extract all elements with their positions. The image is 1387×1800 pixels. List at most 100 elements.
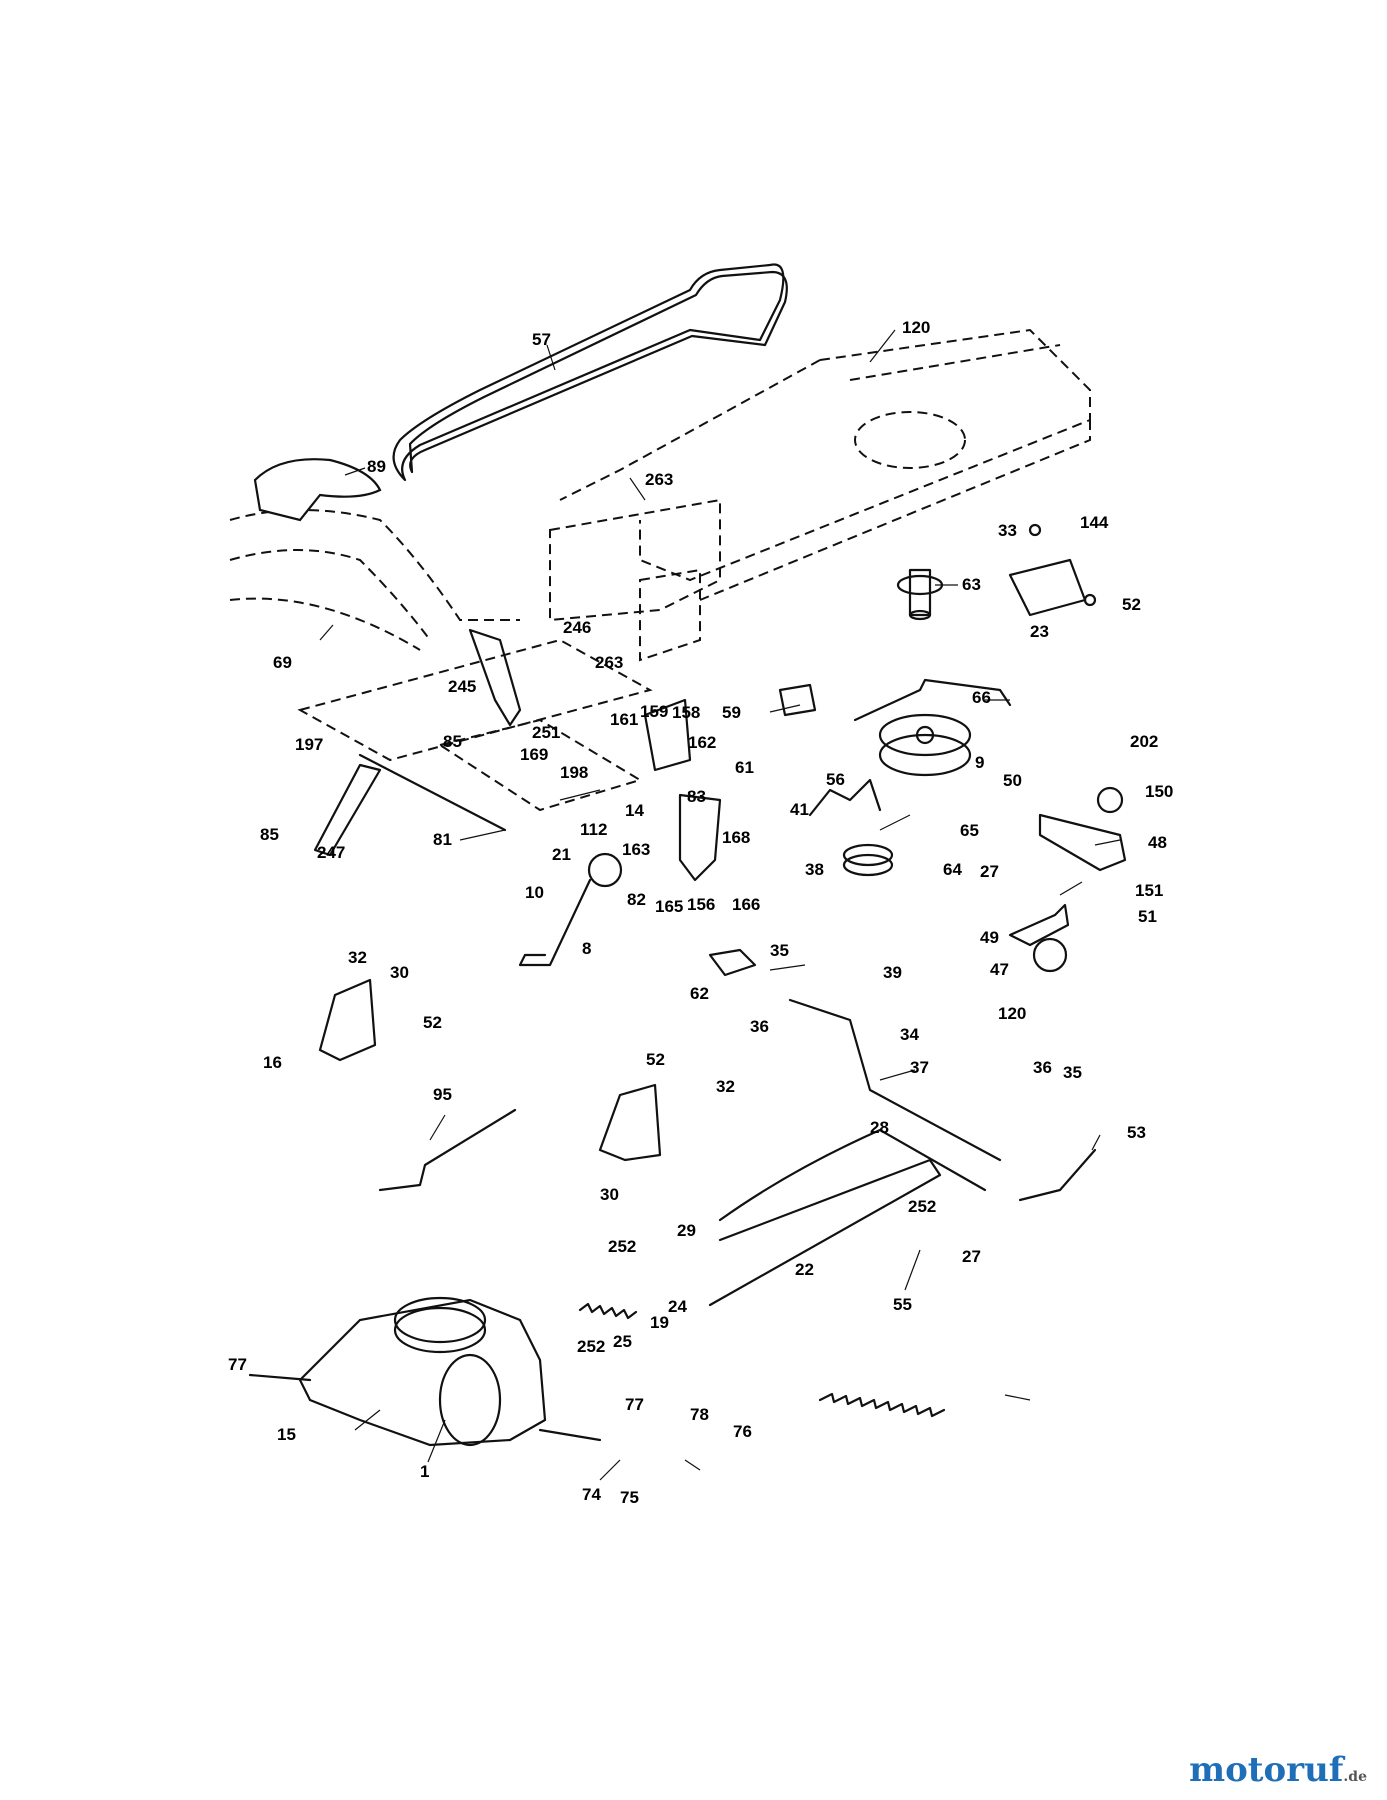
callout: 57	[532, 330, 551, 349]
callout: 35	[770, 941, 789, 960]
callout: 15	[277, 1425, 296, 1444]
callout: 9	[975, 753, 984, 772]
bracket-49	[1008, 903, 1070, 947]
callout: 75	[620, 1488, 639, 1507]
callout: 165	[655, 897, 683, 916]
callout: 30	[390, 963, 409, 982]
drive-belt-inner	[408, 270, 788, 474]
callout: 151	[1135, 881, 1163, 900]
callout: 8	[582, 939, 591, 958]
callout: 163	[622, 840, 650, 859]
callout: 144	[1080, 513, 1109, 532]
callout: 198	[560, 763, 588, 782]
spindle-63	[896, 568, 944, 621]
watermark-tld: .de	[1343, 1769, 1367, 1785]
transaxle	[248, 1296, 602, 1447]
callout: 263	[595, 653, 623, 672]
callout: 66	[972, 688, 991, 707]
callout: 61	[735, 758, 754, 777]
rod-53	[1018, 1148, 1097, 1202]
callout: 158	[672, 703, 700, 722]
link-41	[808, 778, 882, 817]
callout: 76	[733, 1422, 752, 1441]
rod-28	[718, 1128, 987, 1222]
callout: 252	[908, 1197, 936, 1216]
bracket-165	[678, 793, 722, 882]
callout: 39	[883, 963, 902, 982]
callout: 23	[1030, 622, 1049, 641]
callout-labels: 57 120 89 263 33 144 63 52 23 69 246 263…	[228, 318, 1173, 1507]
shift-rod-81	[358, 753, 507, 832]
callout: 41	[790, 800, 809, 819]
callout: 29	[677, 1221, 696, 1240]
callout: 1	[420, 1462, 429, 1481]
callout: 69	[273, 653, 292, 672]
callout: 251	[532, 723, 560, 742]
callout: 95	[433, 1085, 452, 1104]
electric-clutch	[878, 713, 972, 777]
callout: 245	[448, 677, 476, 696]
callout: 21	[552, 845, 571, 864]
callout: 33	[998, 521, 1017, 540]
callout: 64	[943, 860, 962, 879]
callout: 19	[650, 1313, 669, 1332]
callout: 83	[687, 787, 706, 806]
callout: 89	[367, 457, 386, 476]
bracket-23	[1008, 558, 1087, 617]
callout: 52	[423, 1013, 442, 1032]
callout: 28	[870, 1118, 889, 1137]
callout: 27	[980, 862, 999, 881]
callout: 159	[640, 702, 668, 721]
callout: 27	[962, 1247, 981, 1266]
callout: 252	[608, 1237, 636, 1256]
callout: 37	[910, 1058, 929, 1077]
callout: 169	[520, 745, 548, 764]
callout: 25	[613, 1332, 632, 1351]
callout: 197	[295, 735, 323, 754]
callout: 16	[263, 1053, 282, 1072]
callout: 10	[525, 883, 544, 902]
callout: 252	[577, 1337, 605, 1356]
callout: 85	[260, 825, 279, 844]
callout: 52	[1122, 595, 1141, 614]
callout: 161	[610, 710, 638, 729]
callout: 50	[1003, 771, 1022, 790]
callout: 55	[893, 1295, 912, 1314]
callout: 49	[980, 928, 999, 947]
rod-22	[708, 1158, 942, 1307]
callout: 112	[580, 820, 607, 839]
callout: 81	[433, 830, 452, 849]
bracket-158	[643, 698, 692, 772]
callout: 150	[1145, 782, 1173, 801]
watermark-logo: motoruf.de	[1189, 1750, 1367, 1790]
callout: 32	[348, 948, 367, 967]
callout: 202	[1130, 732, 1158, 751]
callout: 247	[317, 843, 345, 862]
callout: 168	[722, 828, 750, 847]
callout: 65	[960, 821, 979, 840]
pulley-38	[842, 843, 894, 877]
callout: 77	[228, 1355, 247, 1374]
callout: 78	[690, 1405, 709, 1424]
watermark-main: motoruf	[1189, 1750, 1344, 1790]
callout: 56	[826, 770, 845, 789]
callout: 120	[902, 318, 930, 337]
callout: 22	[795, 1260, 814, 1279]
callout: 35	[1063, 1063, 1082, 1082]
callout: 47	[990, 960, 1009, 979]
bracket-245	[468, 628, 522, 727]
bracket-30-left	[318, 978, 377, 1062]
callout: 34	[900, 1025, 919, 1044]
callout: 38	[805, 860, 824, 879]
callout: 74	[582, 1485, 601, 1504]
washer-150	[1096, 786, 1124, 814]
callout: 48	[1148, 833, 1167, 852]
callout: 166	[732, 895, 760, 914]
callout: 59	[722, 703, 741, 722]
callout: 14	[625, 801, 644, 820]
spacer-62	[708, 948, 757, 977]
lever-8	[518, 878, 592, 967]
callout: 36	[1033, 1058, 1052, 1077]
fender-part	[253, 458, 382, 522]
